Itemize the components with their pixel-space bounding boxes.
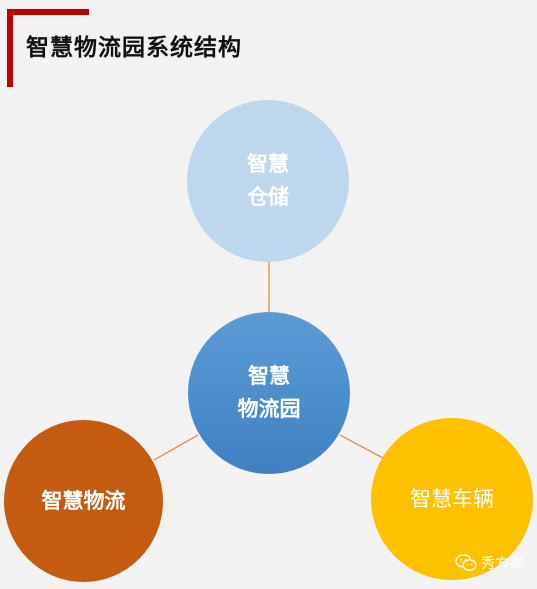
node-smart-logistics: 智慧物流: [4, 420, 163, 582]
node-smart-warehouse: 智慧 仓储: [187, 100, 349, 262]
connector-left: [153, 434, 199, 461]
node-smart-warehouse-line1: 智慧: [247, 152, 289, 177]
connector-right: [339, 434, 384, 459]
node-smart-vehicle: 智慧车辆: [371, 418, 533, 580]
watermark: 秀方案: [455, 553, 523, 573]
node-smart-vehicle-label: 智慧车辆: [410, 486, 494, 511]
node-smart-logistics-park: 智慧 物流园: [188, 312, 350, 474]
node-smart-logistics-label: 智慧物流: [41, 488, 126, 513]
watermark-text: 秀方案: [481, 556, 523, 572]
corner-bracket: [7, 9, 89, 87]
wechat-icon: [455, 554, 477, 571]
node-smart-warehouse-line2: 仓储: [247, 185, 289, 209]
page-title: 智慧物流园系统结构: [26, 35, 242, 61]
node-smart-logistics-park-line1: 智慧: [248, 364, 290, 389]
node-smart-logistics-park-line2: 物流园: [237, 397, 301, 421]
